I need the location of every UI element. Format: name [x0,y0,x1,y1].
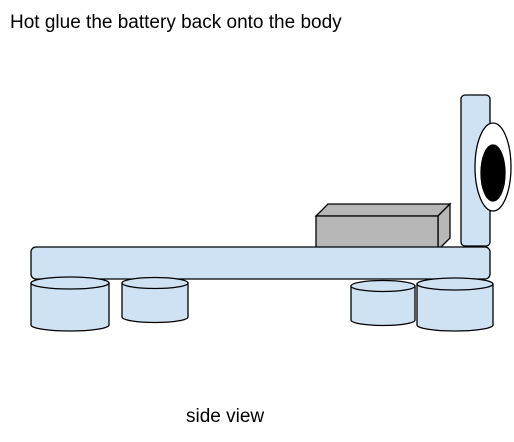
caption: side view [186,406,265,427]
wheel [30,276,110,332]
instruction-text: Hot glue the battery back onto the body [10,12,342,33]
wheel [416,277,494,332]
wheel [350,279,416,327]
wheel [121,276,189,324]
eye-pupil [480,144,506,202]
battery [314,202,452,252]
body-plate [30,246,491,280]
